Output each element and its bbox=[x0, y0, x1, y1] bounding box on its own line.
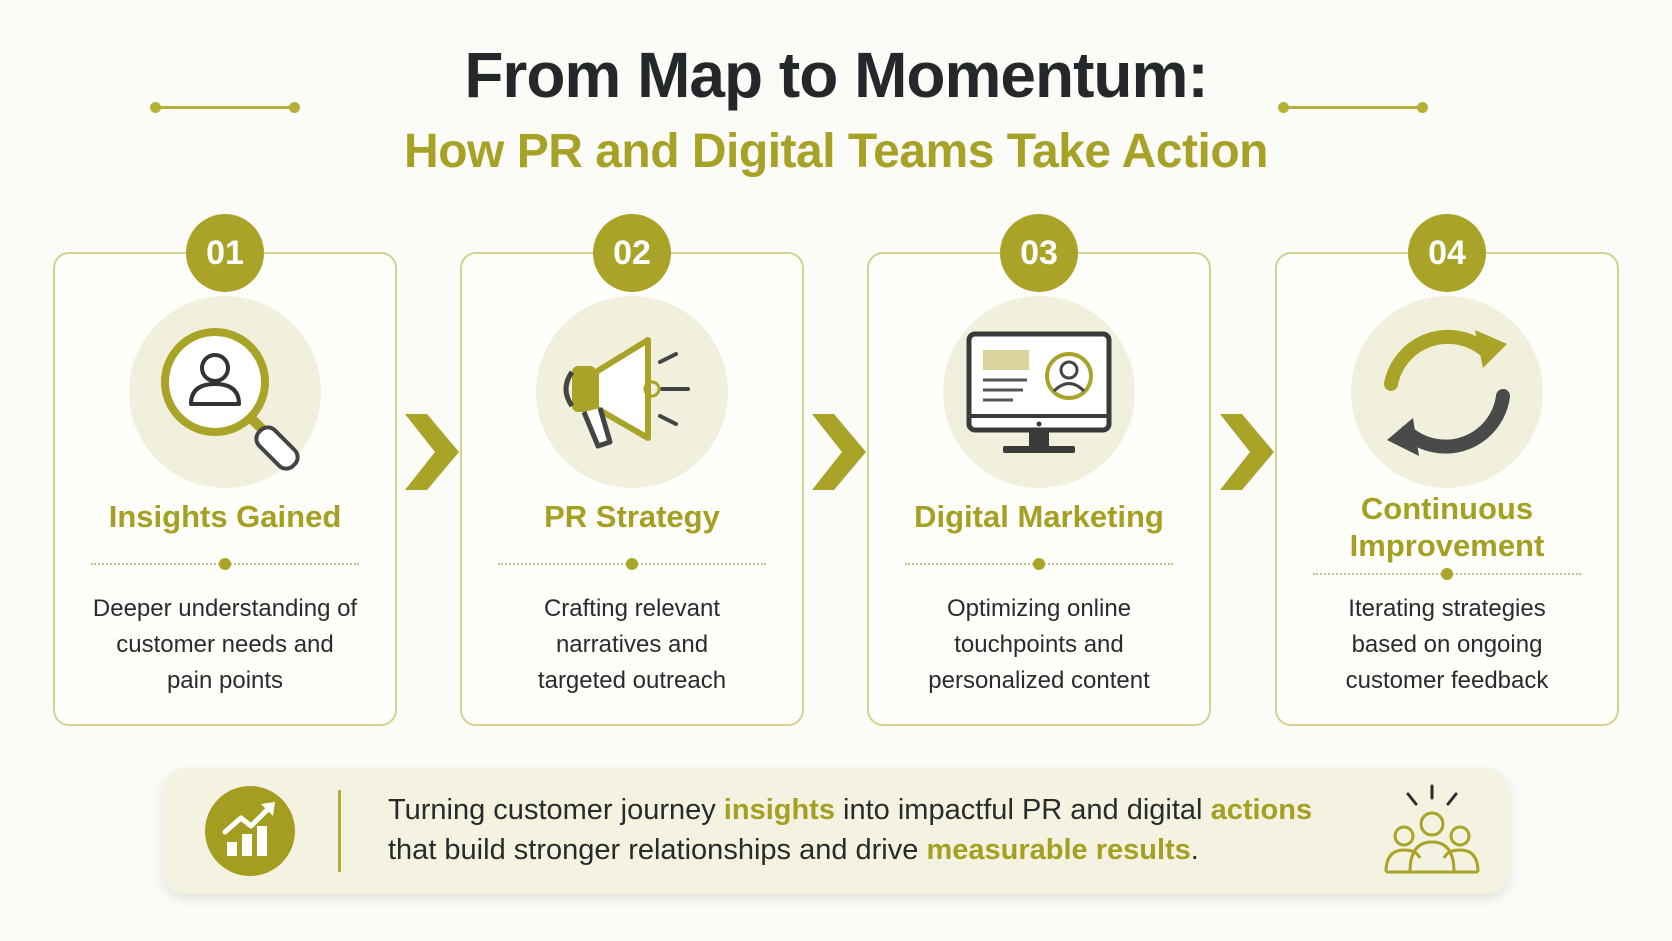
magnifier-user-icon bbox=[129, 296, 321, 488]
megaphone-icon bbox=[536, 296, 728, 488]
monitor-profile-icon bbox=[943, 296, 1135, 488]
step-number-badge: 02 bbox=[593, 214, 671, 292]
step-number-badge: 03 bbox=[1000, 214, 1078, 292]
step-title: Continuous Improvement bbox=[1349, 491, 1545, 563]
dotted-divider bbox=[498, 558, 766, 570]
chevron-right-icon bbox=[1220, 414, 1274, 490]
step-number-badge: 01 bbox=[186, 214, 264, 292]
banner-separator bbox=[338, 790, 341, 872]
step-title: PR Strategy bbox=[544, 499, 720, 534]
summary-banner: Turning customer journey insights into i… bbox=[162, 768, 1510, 894]
page-subtitle: How PR and Digital Teams Take Action bbox=[404, 125, 1268, 178]
dotted-divider bbox=[91, 558, 359, 570]
decorative-line-left bbox=[150, 102, 300, 113]
cycle-arrows-icon bbox=[1351, 296, 1543, 488]
growth-chart-icon bbox=[205, 786, 295, 876]
step-number-badge: 04 bbox=[1408, 214, 1486, 292]
team-people-icon bbox=[1384, 784, 1480, 874]
banner-message: Turning customer journey insights into i… bbox=[388, 794, 1313, 866]
step-description: Optimizing online touchpoints and person… bbox=[928, 595, 1150, 694]
page-title: From Map to Momentum: bbox=[464, 39, 1208, 111]
step-description: Iterating strategies based on ongoing cu… bbox=[1345, 595, 1549, 694]
decorative-line-right bbox=[1278, 102, 1428, 113]
dotted-divider bbox=[1313, 568, 1581, 580]
dotted-divider bbox=[905, 558, 1173, 570]
step-description: Deeper understanding of customer needs a… bbox=[92, 595, 358, 694]
step-title: Digital Marketing bbox=[914, 499, 1164, 534]
chevron-right-icon bbox=[405, 414, 459, 490]
chevron-right-icon bbox=[812, 414, 866, 490]
step-title: Insights Gained bbox=[108, 499, 342, 534]
step-description: Crafting relevant narratives and targete… bbox=[537, 595, 727, 694]
